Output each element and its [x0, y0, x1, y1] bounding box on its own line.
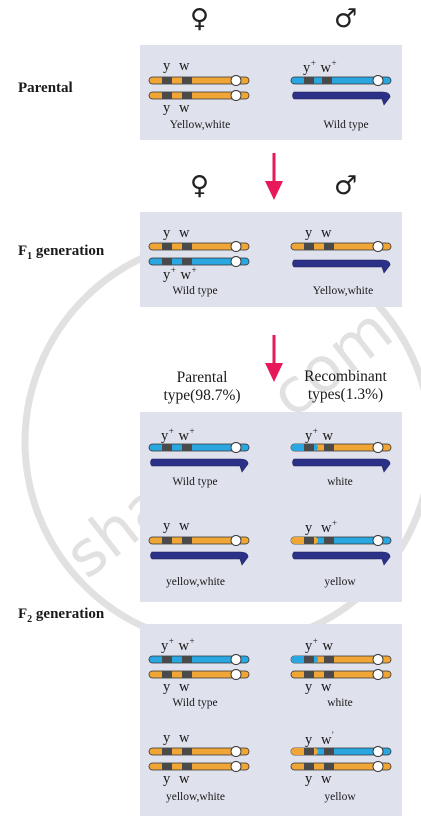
chromosome-x-yw	[148, 90, 250, 101]
chromosome-y	[292, 458, 391, 473]
phenotype-caption: Yellow,white	[312, 285, 374, 297]
parental-type-heading: Parental type(98.7%)	[163, 369, 241, 404]
chromosome-x-yw	[148, 746, 250, 757]
gene-label: y w	[163, 518, 190, 534]
gene-label: y+ w+	[163, 265, 198, 283]
gene-label: y+ w	[305, 426, 334, 444]
chromosome-y	[150, 551, 249, 566]
gene-label: y w+	[305, 518, 338, 536]
chromosome-y	[292, 551, 391, 566]
gene-label: y w	[163, 225, 190, 241]
chromosome-x-wildtype	[148, 442, 250, 453]
gene-label: y+ w	[305, 636, 334, 654]
chromosome-y	[292, 259, 391, 274]
female-symbol: ♀	[190, 171, 210, 201]
female-symbol: ♀	[190, 4, 210, 34]
gene-label: y+ w+	[161, 636, 196, 654]
phenotype-caption: yellow,white	[166, 576, 225, 588]
phenotype-caption: Wild type	[172, 476, 218, 488]
cross-arrow	[265, 153, 283, 200]
chromosome-x-yw	[290, 241, 392, 252]
cross-arrow	[265, 335, 283, 382]
gene-label: y w	[163, 679, 190, 695]
gene-label: y w	[305, 771, 332, 787]
phenotype-caption: Yellow,white	[169, 119, 231, 131]
chromosome-x-wildtype	[290, 75, 392, 86]
chromosome-x-yw	[148, 75, 250, 86]
phenotype-caption: yellow	[324, 576, 356, 588]
chromosome-x-yw	[148, 669, 250, 680]
gene-label: y w	[163, 771, 190, 787]
phenotype-caption: Wild type	[172, 697, 218, 709]
chromosome-x-recombinant	[290, 535, 392, 546]
chromosome-x-recombinant	[290, 442, 392, 453]
chromosome-x-wildtype	[148, 256, 250, 267]
male-symbol: ♂	[334, 171, 358, 201]
chromosome-x-yw	[290, 761, 392, 772]
gene-label: y w	[305, 225, 332, 241]
phenotype-caption: Wild type	[323, 119, 369, 131]
recombinant-type-heading: Recombinant types(1.3%)	[304, 368, 387, 403]
chromosome-x-wildtype	[148, 654, 250, 665]
gene-label: y w'	[305, 730, 335, 748]
gene-label: y w	[163, 730, 190, 746]
parental-label: Parental	[18, 80, 73, 96]
chromosome-x-recombinant	[290, 654, 392, 665]
chromosome-x-yw	[148, 761, 250, 772]
chromosome-y	[150, 458, 249, 473]
phenotype-caption: white	[327, 697, 353, 709]
chromosome-x-yw	[148, 535, 250, 546]
chromosome-x-yw	[290, 669, 392, 680]
gene-label: y w	[305, 679, 332, 695]
gene-label: y w	[163, 58, 190, 74]
chromosome-y	[292, 91, 391, 106]
phenotype-caption: yellow	[324, 791, 356, 803]
phenotype-caption: yellow,white	[166, 791, 225, 803]
phenotype-caption: Wild type	[172, 285, 218, 297]
chromosome-x-recombinant	[290, 746, 392, 757]
gene-label: y w	[163, 100, 190, 116]
chromosome-x-yw	[148, 241, 250, 252]
male-symbol: ♂	[334, 4, 358, 34]
phenotype-caption: white	[327, 476, 353, 488]
gene-label: y+ w+	[161, 426, 196, 444]
f2-generation-label: F2 generation	[18, 606, 105, 625]
gene-label: y+ w+	[303, 58, 338, 76]
f1-generation-label: F1 generation	[18, 243, 105, 262]
